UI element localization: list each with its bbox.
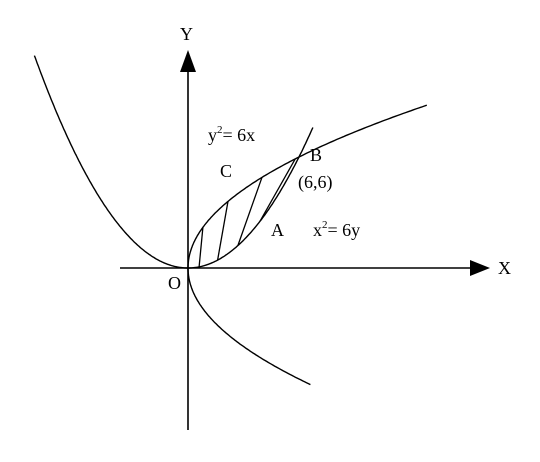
hatch-line-2: [216, 201, 229, 261]
x-axis-arrowhead: [470, 260, 490, 276]
hatch-line-3: [237, 177, 263, 246]
equation-y-squared-6x: y2= 6x: [208, 124, 255, 145]
point-c-label: C: [220, 161, 232, 181]
hatch-line-4: [259, 158, 296, 222]
curve-y-squared-equals-6x: [187, 104, 428, 386]
point-b-coordinate: (6,6): [298, 172, 333, 193]
eq1-exponent: 2: [217, 124, 223, 136]
x-axis-label: X: [498, 258, 511, 278]
hatch-line-1: [198, 227, 204, 267]
origin-label: O: [168, 273, 181, 293]
curve-x-squared-equals-6y: [33, 55, 314, 269]
eq1-variable: y: [208, 125, 217, 145]
eq2-rhs: = 6y: [328, 220, 361, 240]
point-b-label: B: [310, 145, 322, 165]
eq2-variable: x: [313, 220, 322, 240]
point-a-label: A: [271, 220, 284, 240]
y-axis-label: Y: [180, 24, 193, 44]
eq1-rhs: = 6x: [223, 125, 256, 145]
shaded-region-hatching: [198, 158, 296, 267]
eq2-exponent: 2: [322, 219, 328, 231]
y-axis-arrowhead: [180, 50, 196, 72]
equation-x-squared-6y: x2= 6y: [313, 219, 360, 240]
